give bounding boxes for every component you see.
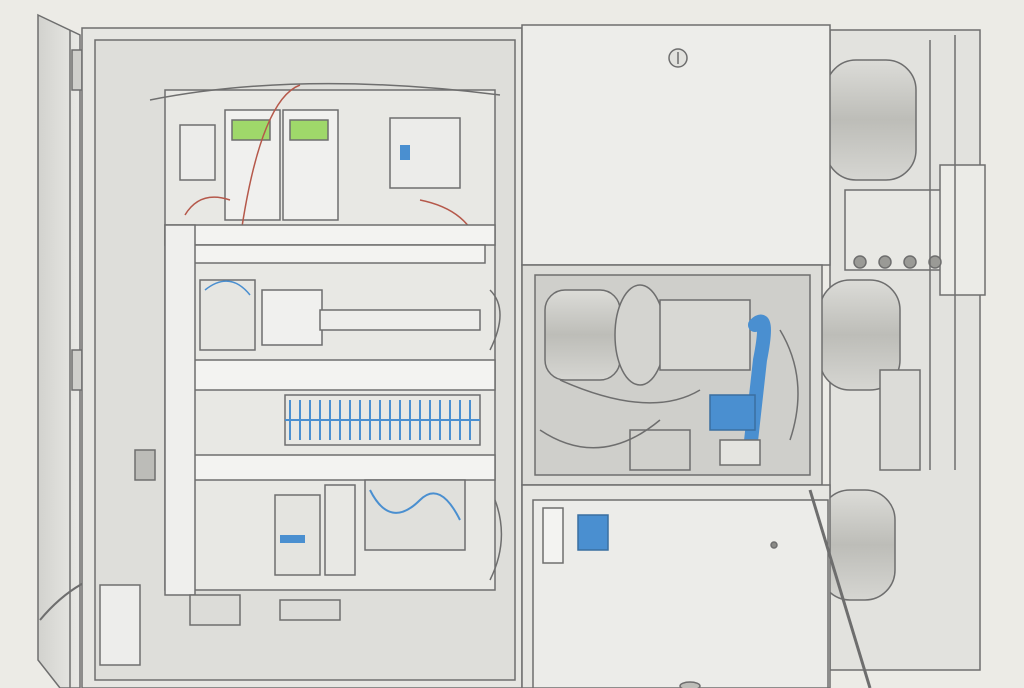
upper-right-panel [521, 24, 831, 266]
motor-compartment [521, 264, 823, 486]
lower-right-panel [521, 484, 872, 688]
left-cabinet [81, 27, 523, 688]
background-machinery [819, 29, 986, 671]
cabinet-door-left [37, 13, 161, 688]
